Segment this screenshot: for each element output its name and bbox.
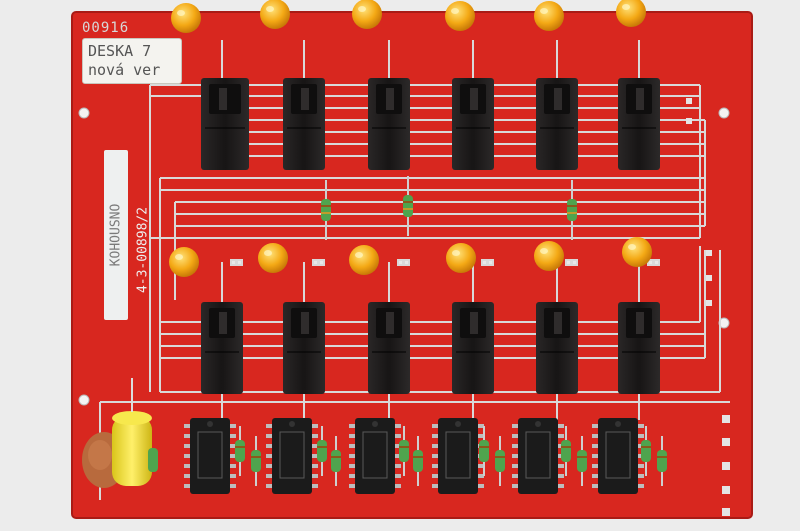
resistor: [251, 450, 261, 472]
yellow-led: [260, 0, 290, 29]
resistor: [577, 450, 587, 472]
ic-chip: [272, 418, 312, 494]
ic-chip: [190, 418, 230, 494]
push-switches: [201, 78, 660, 394]
edge-pad: [722, 508, 730, 516]
yellow-led: [171, 3, 201, 33]
sticker-code-text: KOHOUSNO: [108, 203, 124, 267]
resistor: [321, 199, 331, 221]
yellow-leds: [169, 0, 652, 277]
resistor: [561, 440, 571, 462]
yellow-led: [445, 1, 475, 31]
yellow-led: [352, 0, 382, 29]
ic-chip: [518, 418, 558, 494]
resistor: [399, 440, 409, 462]
resistor: [413, 450, 423, 472]
electrolytic-capacitor: [112, 378, 152, 486]
resistor: [641, 440, 651, 462]
edge-pads: [686, 98, 730, 516]
resistor: [403, 195, 413, 217]
resistor: [331, 450, 341, 472]
mounting-holes: [78, 107, 730, 406]
edge-pad: [722, 486, 730, 494]
resistor: [235, 440, 245, 462]
label-line-2: nová ver: [88, 61, 161, 79]
ic-chip: [598, 418, 638, 494]
yellow-led: [169, 247, 199, 277]
yellow-led: [258, 243, 288, 273]
green-resistor-small: [148, 448, 158, 472]
middle-resistors: [321, 176, 577, 240]
resistor: [317, 440, 327, 462]
resistor: [479, 440, 489, 462]
part-number-text: 4-3-00898/2: [135, 206, 151, 294]
resistor: [657, 450, 667, 472]
sticker-code: KOHOUSNO: [104, 150, 128, 320]
part-number: 4-3-00898/2: [133, 180, 153, 320]
yellow-led: [534, 241, 564, 271]
bottom-resistors: [235, 426, 667, 486]
resistor: [495, 450, 505, 472]
ic-chip: [355, 418, 395, 494]
label-line-1: DESKA 7: [88, 42, 152, 60]
yellow-led: [349, 245, 379, 275]
yellow-led: [622, 237, 652, 267]
edge-pad: [722, 415, 730, 423]
edge-pad: [722, 438, 730, 446]
handwritten-label: DESKA 7 nová ver: [82, 38, 182, 84]
resistor: [567, 199, 577, 221]
serial-number: 00916: [82, 20, 130, 36]
ic-chip: [438, 418, 478, 494]
yellow-led: [534, 1, 564, 31]
yellow-led: [446, 243, 476, 273]
edge-pad: [722, 462, 730, 470]
